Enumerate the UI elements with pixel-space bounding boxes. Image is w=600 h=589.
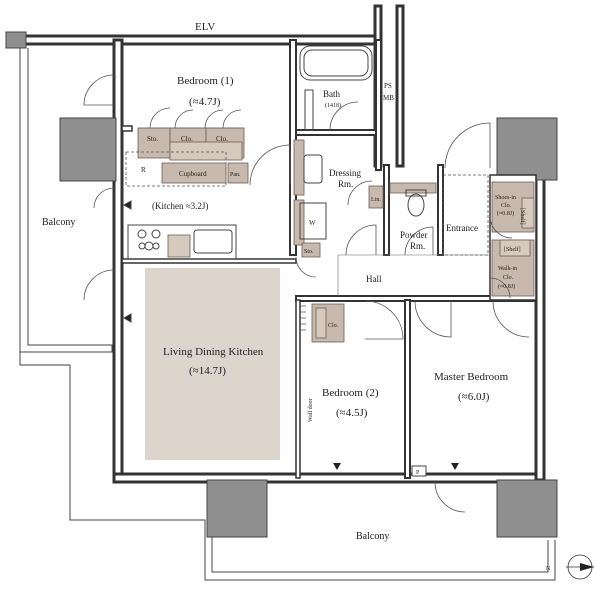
window-marker-icon	[451, 463, 459, 470]
window-marker-icon	[122, 313, 132, 323]
ps-label: PS	[384, 82, 392, 90]
bedroom2-size: (≈4.5J)	[336, 407, 368, 419]
door-swing-icon	[434, 481, 466, 513]
linen-label: Lin.	[371, 197, 381, 203]
ldk-size: (≈14.7J)	[189, 365, 226, 377]
bath-label: Bath	[323, 89, 340, 99]
shoes-label-2: Clo.	[501, 203, 512, 209]
north-label: N	[546, 566, 551, 572]
washer-icon	[299, 202, 327, 240]
balcony-left-label: Balcony	[42, 217, 75, 228]
walkin-label-1: Walk-in	[498, 266, 517, 272]
clo-label-2: Clo.	[216, 135, 228, 143]
entrance-area	[442, 122, 535, 299]
north-arrow-icon	[566, 554, 594, 580]
walkin-label-3: (≈0.8J)	[498, 283, 515, 290]
refrigerator-label: R	[141, 166, 146, 174]
clo-label-1: Clo.	[181, 135, 193, 143]
door-swing-icon	[83, 74, 115, 106]
shelf-label-1: [Shelf]	[519, 208, 526, 225]
shoes-label-1: Shoes-in	[495, 195, 516, 201]
mb-label: MB	[383, 94, 394, 102]
window-marker-icon	[333, 463, 341, 470]
powder-room	[389, 182, 437, 256]
pillar-right-top	[496, 117, 558, 181]
pantry-label: Pan.	[230, 172, 241, 178]
bedroom2-closet	[300, 300, 404, 343]
ldk-label: Living Dining Kitchen	[163, 346, 264, 358]
kitchen-label: (Kitchen ≈3.2J)	[152, 201, 208, 211]
wall-door-label: Wall door	[308, 398, 314, 422]
balcony-left-outline	[19, 48, 113, 353]
bedroom1-closets	[137, 107, 245, 161]
door-swing-icon	[492, 300, 530, 338]
pillar-corner	[5, 31, 27, 49]
balcony-bottom-outline	[19, 352, 556, 581]
cupboard-label: Cupboard	[179, 170, 207, 178]
pillar-bottom-right	[496, 479, 558, 538]
walkin-label-2: Clo.	[503, 275, 514, 281]
hall-label: Hall	[366, 274, 382, 284]
elv-label: ELV	[195, 21, 215, 33]
sink-icon	[193, 229, 233, 254]
dressing-area	[293, 139, 384, 278]
bedroom2-label: Bedroom (2)	[322, 387, 379, 399]
master-bedroom-label: Master Bedroom	[434, 371, 509, 383]
bedroom1-size: (≈4.7J)	[189, 96, 221, 108]
balcony-bottom-label: Balcony	[356, 531, 389, 542]
pillar-bottom-left	[206, 479, 268, 538]
door-swing-icon	[249, 144, 291, 186]
entrance-label: Entrance	[446, 223, 478, 233]
bath-size: (1418)	[325, 102, 341, 109]
shoes-label-3: (≈0.8J)	[497, 210, 514, 217]
bath-area	[299, 45, 373, 131]
sto-label-1: Sto.	[147, 135, 158, 143]
powder-label-1: Powder	[400, 230, 428, 240]
washer-label: W	[309, 219, 316, 227]
clo-label-3: Clo.	[328, 323, 339, 329]
door-swing-icon	[83, 269, 115, 301]
pillar-left-top	[59, 117, 117, 182]
toilet-icon	[405, 189, 427, 217]
powder-label-2: Rm.	[410, 241, 425, 251]
window-marker-icon	[122, 200, 132, 210]
door-swing-icon	[93, 187, 115, 209]
bedroom1-label: Bedroom (1)	[177, 75, 234, 87]
master-bedroom-size: (≈6.0J)	[458, 391, 490, 403]
ldk-floor	[145, 268, 280, 460]
dressing-label-1: Dressing	[329, 168, 361, 178]
kitchen-area	[125, 151, 249, 260]
storage-label-2: Sto.	[304, 249, 314, 255]
stove-icon	[137, 229, 161, 251]
p-box	[411, 465, 427, 477]
door-swing-icon	[414, 300, 452, 338]
dressing-label-2: Rm.	[338, 179, 353, 189]
exterior-walls	[18, 4, 546, 484]
washbasin-icon	[303, 154, 323, 184]
bathtub-icon	[299, 45, 373, 81]
shelf-label-2: [Shelf]	[504, 246, 521, 253]
p-label: P	[416, 470, 420, 476]
